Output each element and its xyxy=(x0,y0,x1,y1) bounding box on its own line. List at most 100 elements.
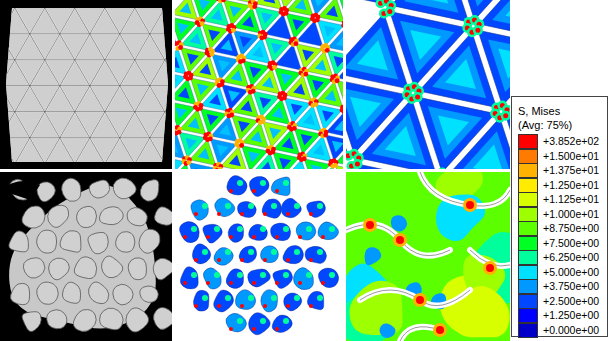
panel-background xyxy=(0,172,172,341)
mesh-shape xyxy=(334,56,343,68)
mesh-shape xyxy=(248,269,271,287)
stress-spot xyxy=(282,95,287,100)
mesh-shape xyxy=(193,290,208,311)
mesh-shape xyxy=(262,77,274,89)
stress-spot xyxy=(294,41,299,46)
mesh-shape xyxy=(230,6,242,18)
mesh-shape xyxy=(337,81,343,107)
mesh-shape xyxy=(101,256,122,278)
legend-value: +0.000e+00 xyxy=(543,323,599,338)
stress-spot xyxy=(283,318,289,324)
mesh-shape xyxy=(62,282,80,303)
color-swatch xyxy=(518,221,538,236)
stress-spot xyxy=(252,235,256,239)
mesh-shape xyxy=(404,0,458,13)
mesh-shape xyxy=(10,283,29,304)
mesh-shape xyxy=(346,172,510,341)
mesh-shape xyxy=(113,284,133,305)
mesh-shape xyxy=(37,282,59,304)
legend-row: +8.750e+00 xyxy=(518,221,606,236)
mesh-shape xyxy=(139,229,160,253)
mesh-shape xyxy=(165,8,172,34)
mesh-shape xyxy=(62,178,81,201)
stress-spot xyxy=(317,249,323,255)
mesh-shape xyxy=(165,60,172,86)
stress-spot xyxy=(387,9,392,14)
mesh-shape xyxy=(187,53,199,64)
stress-spot xyxy=(252,189,256,193)
legend-value: +3.750e+00 xyxy=(543,279,599,294)
mesh-shape xyxy=(296,222,316,240)
legend-value: +1.500e+01 xyxy=(543,149,599,164)
stress-spot xyxy=(202,203,208,209)
stress-spot xyxy=(275,281,279,285)
mesh-shape xyxy=(151,165,172,169)
color-swatch xyxy=(518,149,538,164)
mesh-shape xyxy=(77,206,97,227)
mesh-shape xyxy=(271,223,291,241)
stress-spot xyxy=(342,110,343,115)
mesh-shape xyxy=(195,168,207,169)
stress-spot xyxy=(248,295,254,301)
mesh-shape xyxy=(432,46,486,99)
mesh-shape xyxy=(250,131,262,143)
mesh-shape xyxy=(209,94,221,106)
mesh-shape xyxy=(324,26,336,37)
mesh-shape xyxy=(312,80,324,92)
mesh-shape xyxy=(380,323,396,338)
stress-spot xyxy=(194,258,198,262)
stress-spot xyxy=(263,258,267,262)
legend-row: +6.250e+00 xyxy=(518,250,606,265)
mesh-shape xyxy=(151,61,172,86)
mesh-shape xyxy=(16,164,45,169)
stress-spot xyxy=(283,272,289,278)
mesh-shape xyxy=(339,0,343,22)
mesh-shape xyxy=(385,126,416,156)
mesh-shape xyxy=(271,177,290,196)
mesh-shape xyxy=(346,0,381,3)
mesh-shape xyxy=(326,112,343,138)
stress-spot xyxy=(208,136,213,141)
mesh-shape xyxy=(140,286,158,302)
mesh-shape xyxy=(128,258,146,280)
stress-spot xyxy=(309,212,313,216)
mesh-shape xyxy=(166,87,172,112)
legend-value: +6.250e+00 xyxy=(543,250,599,265)
mesh-shape xyxy=(303,114,315,126)
stress-spot xyxy=(260,318,266,324)
stress-spot xyxy=(284,11,289,16)
stress-spot xyxy=(335,78,340,83)
mesh-shape xyxy=(121,165,150,169)
mesh-shape xyxy=(292,168,304,169)
mesh-shape xyxy=(249,176,269,196)
mesh-shape xyxy=(214,290,234,312)
mesh-shape xyxy=(264,0,276,4)
legend-row: +7.500e+00 xyxy=(518,236,606,251)
stress-spot xyxy=(466,201,474,209)
mesh-shape xyxy=(304,159,330,169)
stress-spot xyxy=(217,258,221,262)
mesh-shape xyxy=(249,224,268,240)
stress-spot xyxy=(283,226,289,232)
stress-spot xyxy=(271,203,277,209)
legend-heading: S, Mises xyxy=(518,105,560,117)
stress-spot xyxy=(202,295,208,301)
mesh-shape xyxy=(1,165,30,169)
mesh-shape xyxy=(325,90,337,102)
mesh-shape xyxy=(248,151,260,163)
mesh-shape xyxy=(293,268,313,290)
stress-spot xyxy=(309,258,313,262)
stress-spot xyxy=(191,272,197,278)
mesh-shape xyxy=(175,141,178,153)
mesh-shape xyxy=(189,33,201,45)
stress-spot xyxy=(283,180,289,186)
mesh-shape xyxy=(260,246,278,263)
mesh-shape xyxy=(438,116,469,146)
mesh-shape xyxy=(365,247,382,265)
legend-heading: (Avg: 75%) xyxy=(518,119,572,131)
stress-spot xyxy=(202,249,208,255)
mesh-shape xyxy=(305,246,326,263)
mesh-shape xyxy=(150,86,172,112)
mesh-shape xyxy=(505,0,510,22)
stress-spot xyxy=(248,249,254,255)
